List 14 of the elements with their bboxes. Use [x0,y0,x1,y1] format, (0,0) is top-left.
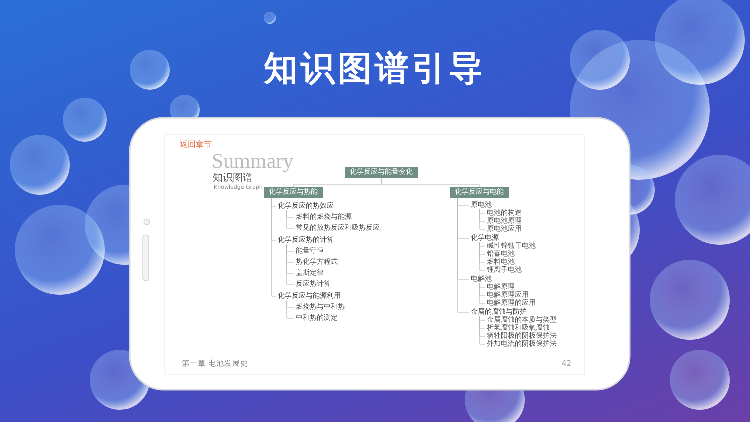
connector-line [286,244,295,285]
connector-line [480,208,486,230]
connector-line [480,316,486,345]
connector-line [286,300,295,319]
page-title: 知识图谱引导 [262,52,487,86]
watermark-heading: Summary [212,151,294,172]
connector-line [381,178,480,188]
connector-line [458,198,470,313]
connector-line [480,242,486,271]
connector-line [286,210,295,229]
back-link: 返回章节 [180,141,212,149]
section-heading: 知识图谱 [213,174,253,184]
connector-line [272,198,277,297]
connector-line [480,282,486,304]
